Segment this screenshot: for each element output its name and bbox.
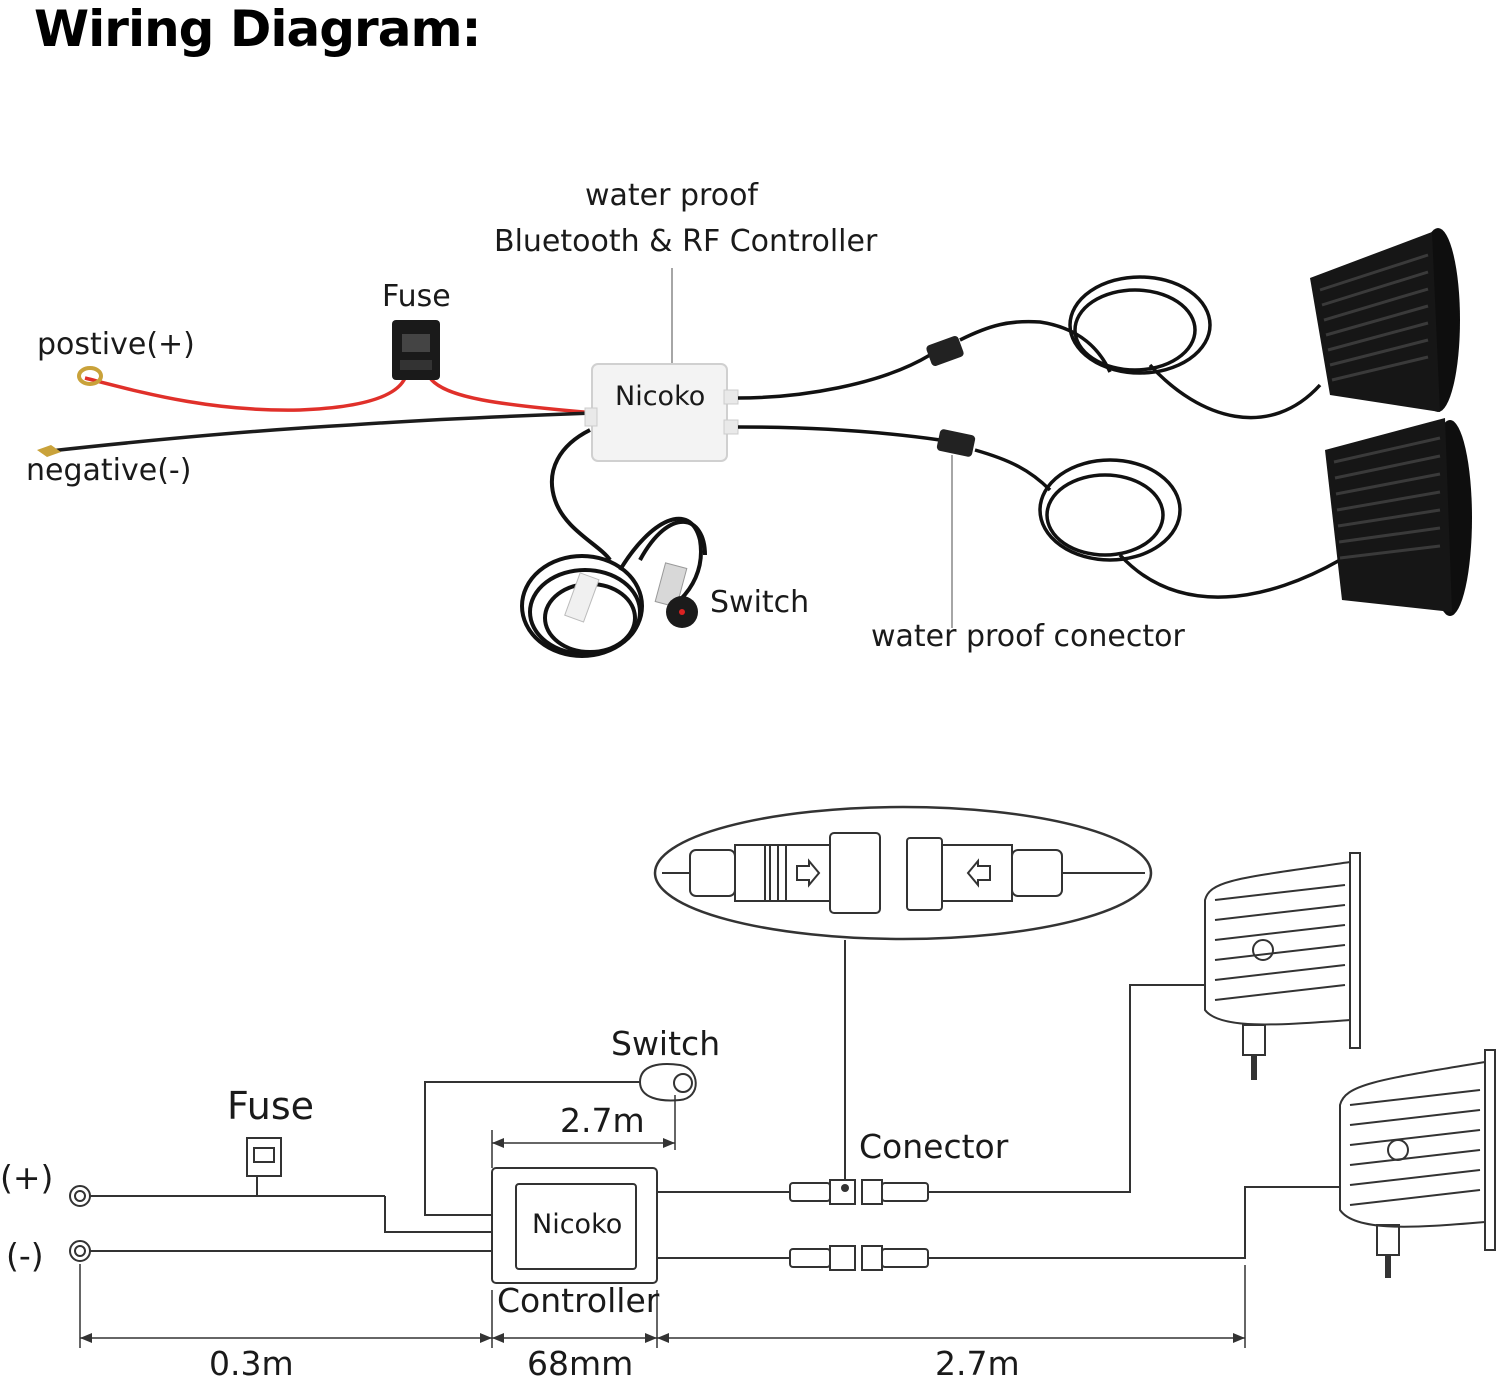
positive-wire (77, 366, 596, 415)
schematic-fuse (246, 1137, 282, 1177)
schematic-output-wire-lower (928, 1186, 1340, 1259)
photo-fuse-label: Fuse (382, 279, 451, 314)
schematic-light-upper (1204, 852, 1361, 1080)
schematic-connector-upper (789, 1179, 929, 1205)
work-light-lower (1325, 418, 1472, 616)
fuse-holder (392, 320, 440, 380)
switch-cable (520, 428, 707, 658)
waterproof-connector-label: water proof conector (871, 619, 1185, 654)
positive-ring-terminal (77, 366, 103, 386)
waterproof-connector-lower (936, 429, 976, 457)
photo-switch-label: Switch (710, 585, 810, 620)
dim-light-cable: 2.7m (935, 1344, 1020, 1383)
negative-label: negative(-) (26, 453, 192, 488)
switch-indicator-led (679, 609, 685, 615)
switch-harness-connector (654, 562, 688, 608)
schematic-switch-label: Switch (611, 1024, 721, 1063)
waterproof-label: water proof (585, 178, 758, 213)
switch-harness-plug (564, 572, 600, 623)
connector-detail-female (906, 837, 1145, 911)
controller-box (584, 363, 739, 462)
schematic-connector-label: Conector (859, 1127, 1009, 1166)
schematic-switch (638, 1063, 697, 1102)
schematic-fuse-label: Fuse (227, 1084, 315, 1128)
switch-cable-length: 2.7m (560, 1101, 645, 1140)
schematic-controller-brand: Nicoko (532, 1209, 623, 1240)
schematic-negative-terminal (69, 1240, 91, 1262)
schematic-connector-lower (789, 1245, 929, 1271)
schematic-positive-terminal (69, 1185, 91, 1207)
dim-controller: 68mm (527, 1344, 634, 1383)
schematic-light-lower (1339, 1049, 1496, 1278)
positive-label: postive(+) (37, 327, 195, 362)
light-cable-upper (737, 275, 1322, 420)
bluetooth-controller-label: Bluetooth & RF Controller (494, 224, 878, 259)
work-light-upper (1310, 228, 1460, 412)
connector-detail-male (662, 832, 881, 914)
dimension-lines (79, 1095, 1246, 1348)
negative-spade-terminal (37, 445, 61, 457)
light-cable-lower (737, 425, 1341, 599)
page-title: Wiring Diagram: (34, 0, 482, 58)
photo-controller-brand: Nicoko (615, 381, 706, 412)
wiring-photo (37, 228, 1472, 658)
schematic-positive-label: (+) (0, 1158, 54, 1197)
waterproof-connector-upper (926, 335, 964, 367)
negative-wire (37, 411, 596, 457)
connector-detail-ellipse (653, 805, 1153, 941)
dim-power-cable: 0.3m (209, 1344, 294, 1383)
schematic-negative-label: (-) (6, 1236, 44, 1275)
schematic-controller-label: Controller (497, 1281, 660, 1320)
